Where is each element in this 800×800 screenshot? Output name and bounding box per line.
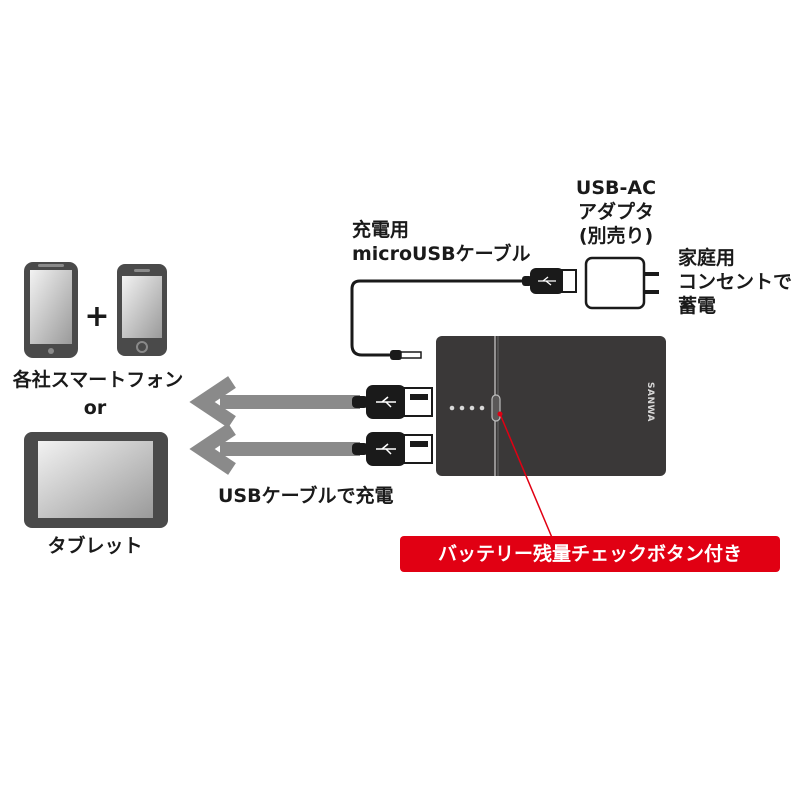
mobile-battery-device: [436, 336, 666, 476]
callout-dot: [497, 411, 503, 417]
battery-indicator-leds: [449, 405, 485, 411]
device-brand-text: SANWA: [645, 382, 655, 422]
usb-ac-line-3: (別売り): [578, 225, 654, 247]
plus-sign: +: [84, 299, 110, 334]
usb-plug-upper: [352, 385, 433, 419]
usb-ac-adapter-icon: [584, 256, 659, 310]
smartphone-label: 各社スマートフォン: [12, 369, 184, 391]
micro-usb-cable-label: 充電用 microUSBケーブル: [352, 218, 530, 266]
output-arrow-upper: [189, 376, 360, 428]
battery-check-button-badge: バッテリー残量チェックボタン付き: [400, 536, 780, 572]
tablet-icon: [24, 432, 168, 528]
outlet-label: 家庭用 コンセントで 蓄電: [678, 246, 792, 318]
callout-line: [499, 413, 554, 541]
android-phone-icon: [24, 262, 78, 358]
micro-cable-line-2: microUSBケーブル: [352, 243, 531, 265]
usb-ac-line-1: USB-AC: [575, 177, 657, 199]
outlet-line-2: コンセントで: [678, 271, 793, 293]
battery-check-button: [491, 394, 501, 422]
micro-cable-line-1: 充電用: [352, 219, 410, 241]
usb-cable-charge-label: USBケーブルで充電: [218, 485, 394, 507]
iphone-icon: [117, 264, 167, 356]
outlet-line-3: 蓄電: [678, 295, 717, 317]
output-arrow-lower: [189, 423, 360, 475]
outlet-line-1: 家庭用: [678, 247, 736, 269]
micro-usb-cable: [350, 268, 577, 360]
usb-ac-adapter-label: USB-AC アダプタ (別売り): [556, 176, 676, 248]
usb-plug-lower: [352, 432, 433, 466]
or-label: or: [83, 397, 107, 419]
tablet-label: タブレット: [47, 535, 143, 557]
usb-ac-line-2: アダプタ: [577, 201, 654, 223]
